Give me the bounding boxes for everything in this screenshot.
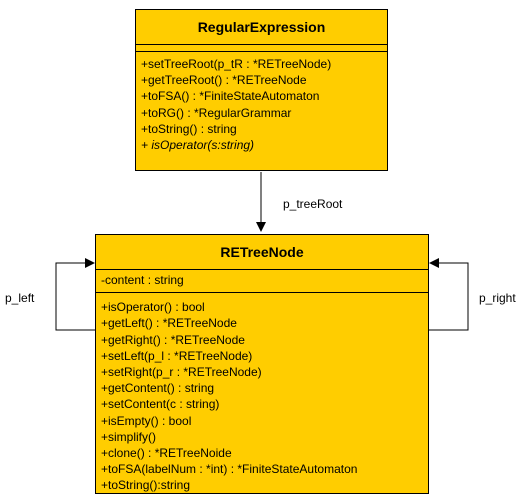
regular-expression-class[interactable]: RegularExpression +setTreeRoot(p_tR : *R… xyxy=(135,9,388,171)
operations-compartment: +isOperator() : bool +getLeft() : *RETre… xyxy=(96,293,428,493)
right-label: p_right xyxy=(479,291,516,305)
operation: +getLeft() : *RETreeNode xyxy=(101,316,237,331)
tree-root-association xyxy=(256,172,266,232)
abstract-operation: + isOperator(s:string) xyxy=(141,138,255,153)
operation: +toFSA(labelNum : *int) : *FiniteStateAu… xyxy=(101,462,358,477)
operation: +getTreeRoot() : *RETreeNode xyxy=(141,73,307,88)
attributes-compartment xyxy=(136,45,387,52)
class-name: RETreeNode xyxy=(96,235,428,270)
right-arrowhead xyxy=(429,258,439,268)
operation: +toRG() : *RegularGrammar xyxy=(141,105,292,120)
class-name: RegularExpression xyxy=(136,10,387,45)
tree-root-arrowhead xyxy=(256,222,266,232)
operation: +getContent() : string xyxy=(101,381,215,396)
operation: +isEmpty() : bool xyxy=(101,413,192,428)
operation: +isOperator() : bool xyxy=(101,300,205,315)
attributes-compartment: -content : string xyxy=(96,270,428,294)
left-self-association xyxy=(55,258,95,331)
tree-root-label: p_treeRoot xyxy=(283,197,343,211)
operation: +clone() : *RETreeNoide xyxy=(101,446,232,461)
operation: +simplify() xyxy=(101,429,157,444)
operation: +toString():string xyxy=(101,478,191,493)
operation: +toFSA() : *FiniteStateAutomaton xyxy=(141,89,320,104)
right-self-association xyxy=(429,258,469,331)
retreenode-class[interactable]: RETreeNode -content : string +isOperator… xyxy=(95,234,429,494)
attribute: -content : string xyxy=(101,273,184,287)
operation: +setContent(c : string) xyxy=(101,397,220,412)
operation: +setLeft(p_l : *RETreeNode) xyxy=(101,348,253,363)
left-arrowhead xyxy=(85,258,95,268)
left-label: p_left xyxy=(5,291,35,305)
operation: +getRight() : *RETreeNode xyxy=(101,332,245,347)
operation: +setRight(p_r : *RETreeNode) xyxy=(101,365,262,380)
operations-compartment: +setTreeRoot(p_tR : *RETreeNode) +getTre… xyxy=(136,52,387,153)
operation: +toString() : string xyxy=(141,121,237,136)
operation: +setTreeRoot(p_tR : *RETreeNode) xyxy=(141,57,332,71)
